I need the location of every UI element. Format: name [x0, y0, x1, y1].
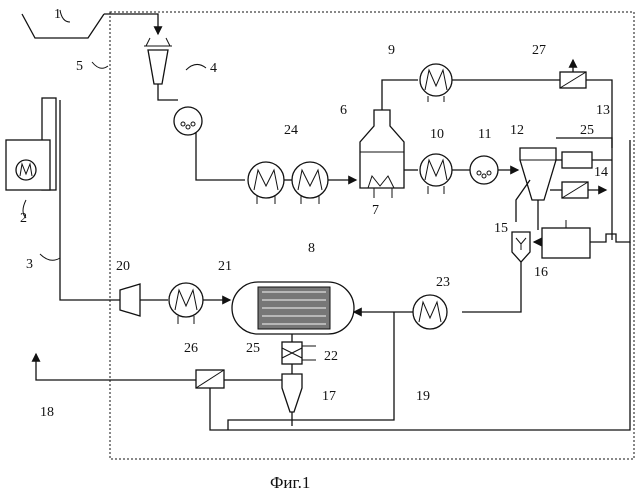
label-25-top: 25 [580, 123, 594, 138]
label-23: 23 [436, 275, 450, 290]
label-15: 15 [494, 221, 508, 236]
label-24: 24 [284, 123, 298, 138]
unit-25 [562, 152, 592, 168]
heat-exchanger-9 [420, 64, 452, 96]
crusher [148, 50, 168, 84]
label-12: 12 [510, 123, 524, 138]
label-13: 13 [596, 103, 610, 118]
label-9: 9 [388, 43, 395, 58]
pump-11 [470, 156, 498, 184]
label-6: 6 [340, 103, 347, 118]
label-11: 11 [478, 127, 491, 142]
cyclone-17 [282, 374, 302, 412]
reactor-6 [360, 110, 404, 188]
compressor-20 [120, 284, 140, 316]
label-1: 1 [54, 7, 61, 22]
label-14: 14 [594, 165, 608, 180]
label-21: 21 [218, 259, 232, 274]
label-19: 19 [416, 389, 430, 404]
label-4: 4 [210, 61, 217, 76]
label-16: 16 [534, 265, 548, 280]
heat-exchanger-10 [420, 154, 452, 186]
heat-exchanger-23 [413, 295, 447, 329]
label-10: 10 [430, 127, 444, 142]
separator-12 [520, 148, 556, 200]
label-5: 5 [76, 59, 83, 74]
label-3: 3 [26, 257, 33, 272]
label-7: 7 [372, 203, 379, 218]
label-25-bottom: 25 [246, 341, 260, 356]
heat-exchanger-24a [248, 162, 284, 198]
label-8: 8 [308, 241, 315, 256]
label-22: 22 [324, 349, 338, 364]
label-26: 26 [184, 341, 198, 356]
heat-exchanger-24b [292, 162, 328, 198]
label-27: 27 [532, 43, 546, 58]
label-2: 2 [20, 211, 27, 226]
mill [174, 107, 202, 135]
label-18: 18 [40, 405, 54, 420]
label-17: 17 [322, 389, 336, 404]
label-20: 20 [116, 259, 130, 274]
figure-caption: Фиг.1 [270, 473, 310, 492]
heat-exchanger-21 [169, 283, 203, 317]
unit-16-side [542, 228, 590, 258]
